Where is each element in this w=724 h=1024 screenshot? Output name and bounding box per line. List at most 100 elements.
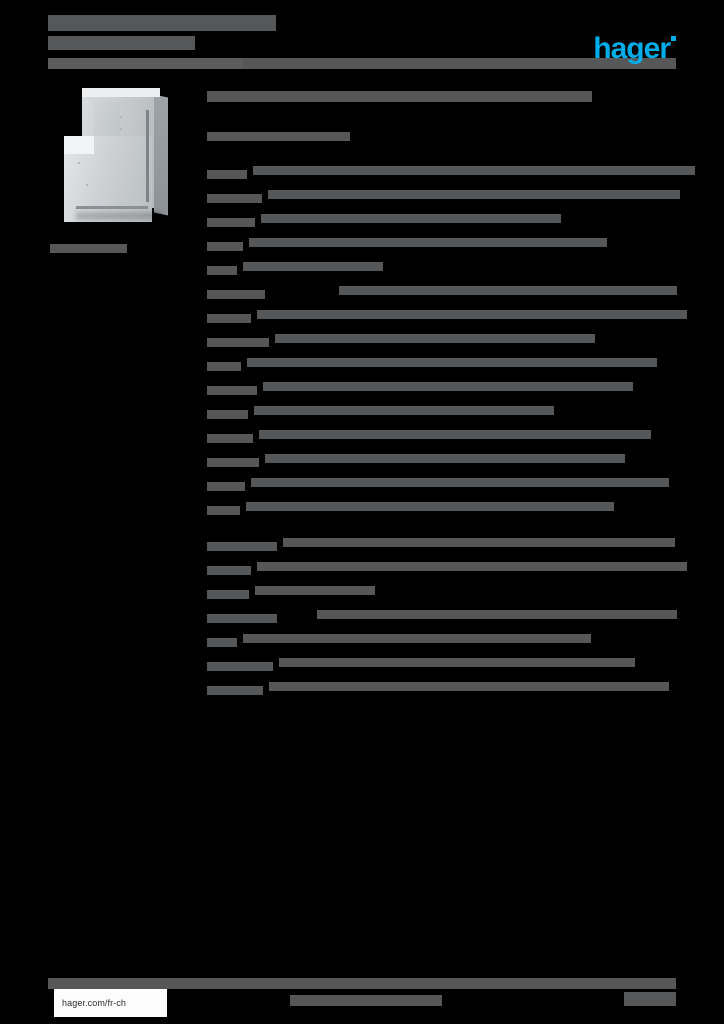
spec-value bbox=[271, 286, 677, 295]
spec-value bbox=[269, 682, 677, 691]
redacted-text bbox=[279, 658, 635, 667]
redacted-text bbox=[207, 542, 277, 552]
redacted-text bbox=[283, 538, 675, 547]
spec-row bbox=[207, 680, 677, 702]
spec-row-separator bbox=[207, 234, 677, 236]
redacted-text bbox=[207, 590, 249, 600]
redacted-text bbox=[251, 478, 669, 487]
spec-value bbox=[279, 658, 677, 667]
spec-row-separator bbox=[207, 306, 677, 308]
redacted-text bbox=[265, 454, 625, 463]
redacted-text bbox=[48, 14, 276, 31]
redacted-text bbox=[207, 434, 253, 444]
spec-value bbox=[246, 502, 677, 511]
spec-label bbox=[207, 586, 255, 604]
spec-row-separator bbox=[207, 186, 677, 188]
spec-value bbox=[259, 430, 677, 439]
redacted-text bbox=[263, 382, 633, 391]
spec-row-separator bbox=[207, 630, 677, 632]
spec-row-separator bbox=[207, 354, 677, 356]
page-footer: hager.com/fr-ch bbox=[48, 978, 676, 1017]
footer-center-text bbox=[290, 992, 442, 1010]
hager-logo-dot-icon bbox=[671, 36, 676, 41]
spec-label bbox=[207, 454, 265, 472]
spec-row-separator bbox=[207, 330, 677, 332]
redacted-text bbox=[243, 634, 591, 643]
spec-row bbox=[207, 356, 677, 378]
redacted-text bbox=[207, 314, 251, 324]
spec-value bbox=[243, 634, 677, 643]
section-subheading bbox=[207, 128, 677, 146]
product-notch bbox=[64, 136, 94, 154]
spec-row-separator bbox=[207, 210, 677, 212]
redacted-text bbox=[207, 218, 255, 228]
product-groove-vertical bbox=[146, 109, 149, 203]
spec-label bbox=[207, 358, 247, 376]
footer-page-number bbox=[624, 990, 676, 1008]
spec-row-separator bbox=[207, 654, 677, 656]
spec-value bbox=[283, 538, 677, 547]
website-badge[interactable]: hager.com/fr-ch bbox=[54, 989, 167, 1017]
spec-value bbox=[275, 334, 677, 343]
spec-label bbox=[207, 262, 243, 280]
spec-table-logistics-and-ordering bbox=[207, 536, 687, 702]
spec-row bbox=[207, 332, 677, 354]
spec-row bbox=[207, 212, 677, 234]
main-content bbox=[207, 88, 695, 702]
redacted-text bbox=[207, 266, 237, 276]
redacted-text bbox=[259, 430, 651, 439]
spec-row bbox=[207, 284, 677, 306]
redacted-text bbox=[207, 638, 237, 648]
spec-row-separator bbox=[207, 558, 677, 560]
redacted-text bbox=[207, 566, 251, 576]
spec-value bbox=[257, 562, 687, 571]
product-image-column bbox=[48, 84, 193, 258]
redacted-text bbox=[257, 310, 687, 319]
product-screw-hole bbox=[120, 128, 122, 130]
spec-row-separator bbox=[207, 282, 677, 284]
spec-row bbox=[207, 656, 677, 678]
spec-label bbox=[207, 406, 254, 424]
spec-row-separator bbox=[207, 378, 677, 380]
spec-label bbox=[207, 286, 271, 304]
spec-label bbox=[207, 682, 269, 700]
document-title-line-1 bbox=[48, 14, 276, 32]
spec-table-gap bbox=[207, 522, 677, 536]
hager-logo-text: hager bbox=[593, 32, 671, 65]
spec-label bbox=[207, 190, 268, 208]
spec-row bbox=[207, 308, 687, 330]
redacted-text bbox=[269, 682, 669, 691]
document-title bbox=[48, 14, 276, 52]
spec-label bbox=[207, 214, 261, 232]
product-body-side bbox=[154, 94, 168, 216]
spec-label bbox=[207, 478, 251, 496]
header-divider-accent bbox=[48, 58, 243, 69]
redacted-text bbox=[207, 614, 277, 624]
spec-row-separator bbox=[207, 258, 677, 260]
redacted-text bbox=[207, 338, 269, 348]
redacted-text bbox=[207, 386, 257, 396]
redacted-text bbox=[317, 610, 677, 619]
spec-row-separator bbox=[207, 474, 677, 476]
spec-row bbox=[207, 260, 677, 282]
redacted-text bbox=[257, 562, 687, 571]
spec-row-separator bbox=[207, 582, 677, 584]
redacted-text bbox=[253, 166, 695, 175]
redacted-text bbox=[290, 995, 442, 1007]
spec-row-separator bbox=[207, 402, 677, 404]
redacted-text bbox=[254, 406, 554, 415]
spec-label bbox=[207, 430, 259, 448]
spec-row bbox=[207, 404, 677, 426]
spec-row-separator bbox=[207, 606, 677, 608]
redacted-text bbox=[207, 242, 243, 252]
redacted-text bbox=[207, 194, 262, 204]
spec-label bbox=[207, 634, 243, 652]
hager-logo: hager bbox=[593, 34, 676, 64]
section-heading bbox=[207, 88, 677, 106]
product-screw-hole bbox=[120, 116, 122, 118]
spec-value bbox=[254, 406, 677, 415]
spec-value bbox=[249, 238, 677, 247]
product-screw-hole bbox=[86, 184, 88, 186]
redacted-text bbox=[247, 358, 657, 367]
spec-value bbox=[251, 478, 677, 487]
